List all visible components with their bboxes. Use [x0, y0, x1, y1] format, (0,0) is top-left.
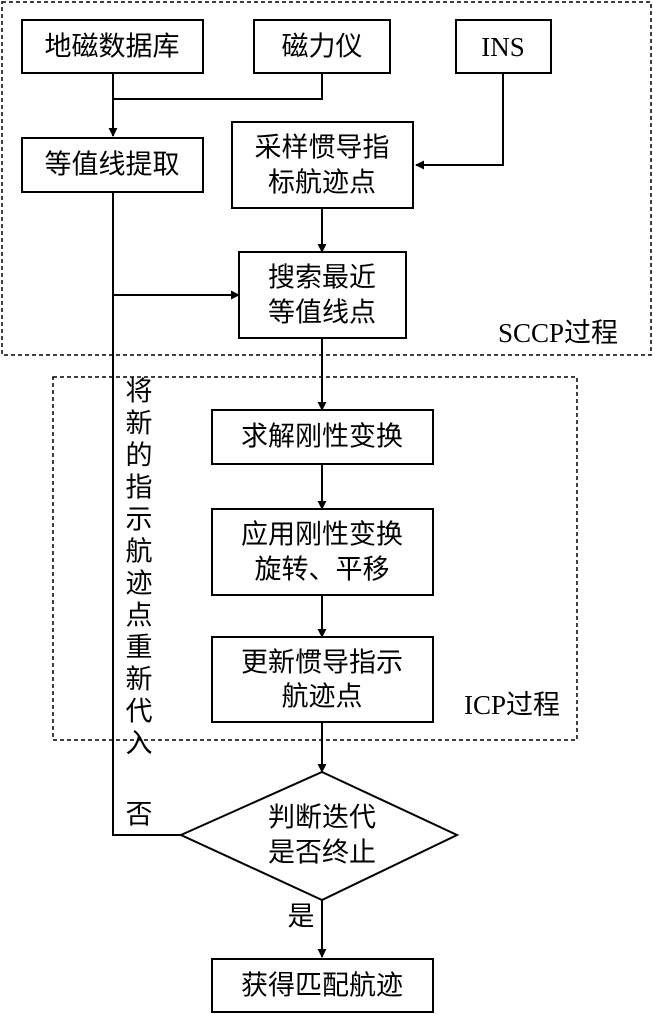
solve-rigid-transform-label: 求解刚性变换 — [241, 422, 403, 453]
sccp-group-title: SCCP过程 — [498, 318, 618, 348]
update-ins-track-label-line1: 更新惯导指示 — [241, 648, 403, 679]
no-branch-label: 否 — [126, 800, 153, 831]
matched-track-result-box — [211, 958, 434, 1013]
feedback-char: 示 — [126, 505, 153, 536]
icp-group-title: ICP过程 — [464, 690, 560, 720]
sample-ins-track-label-line2: 标航迹点 — [268, 168, 376, 199]
decision-label-line1: 判断迭代 — [268, 803, 376, 834]
contour-extraction-label: 等值线提取 — [45, 150, 180, 181]
contour-extraction-box — [21, 137, 204, 193]
yes-branch-label: 是 — [288, 902, 315, 933]
feedback-char: 新 — [126, 665, 153, 696]
icp-group-frame — [52, 376, 578, 741]
feedback-char: 重 — [126, 633, 153, 664]
update-ins-track-box — [211, 636, 434, 723]
feedback-char: 航 — [126, 537, 153, 568]
feedback-char: 将 — [126, 377, 153, 408]
apply-rigid-transform-label-line2: 旋转、平移 — [255, 555, 390, 586]
update-ins-track-label-line2: 航迹点 — [282, 682, 363, 713]
matched-track-result-label: 获得匹配航迹 — [241, 971, 403, 1002]
magnetometer-box — [253, 19, 391, 74]
geomag-database-label: 地磁数据库 — [45, 32, 180, 63]
geomag-database-box — [21, 19, 204, 74]
feedback-char: 代 — [126, 697, 153, 728]
sample-ins-track-label-line1: 采样惯导指 — [255, 133, 390, 164]
search-nearest-label-line2: 等值线点 — [268, 298, 376, 329]
feedback-loop-line — [112, 192, 181, 836]
iteration-termination-decision — [178, 770, 460, 902]
decision-label-line2: 是否终止 — [268, 838, 376, 869]
feedback-vertical-text: 将 新 的 指 示 航 迹 点 重 新 代 入 — [126, 377, 153, 760]
connector-magnetometer — [113, 73, 323, 100]
sample-ins-track-box — [231, 121, 414, 209]
apply-rigid-transform-box — [211, 508, 434, 596]
solve-rigid-transform-box — [211, 409, 434, 465]
feedback-char: 迹 — [126, 569, 153, 600]
feedback-char: 新 — [126, 409, 153, 440]
feedback-char: 点 — [126, 601, 153, 632]
arrow-ins-to-sample — [415, 73, 504, 170]
ins-box — [455, 19, 552, 74]
search-nearest-contour-box — [238, 251, 407, 339]
feedback-char: 入 — [126, 729, 153, 760]
sccp-group-frame — [1, 1, 652, 356]
magnetometer-label: 磁力仪 — [282, 32, 363, 63]
feedback-char: 指 — [126, 473, 153, 504]
ins-label: INS — [481, 32, 525, 62]
feedback-char: 的 — [126, 441, 153, 472]
apply-rigid-transform-label-line1: 应用刚性变换 — [241, 520, 403, 551]
search-nearest-label-line1: 搜索最近 — [268, 263, 376, 294]
